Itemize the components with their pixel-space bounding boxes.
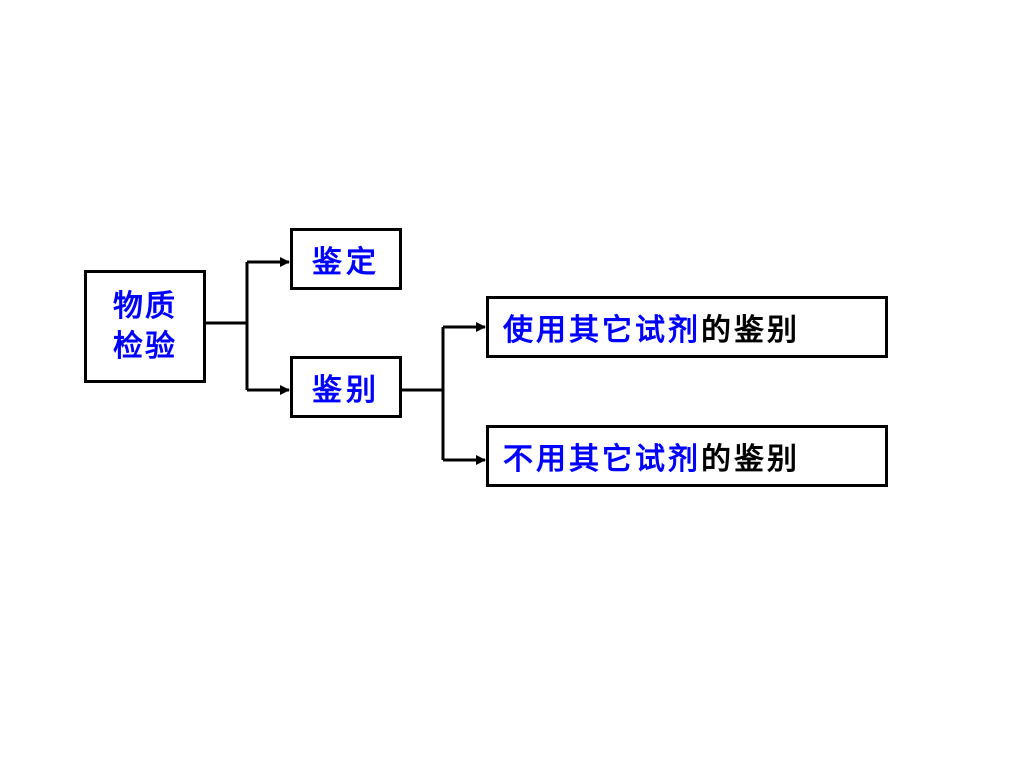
branch-label-confirmation: 鉴定 — [312, 245, 380, 280]
sub-box-without-reagent: 不用其它试剂的鉴别 — [486, 425, 888, 487]
sub-label-with-reagent-highlight: 使用其它试剂 — [503, 313, 701, 348]
root-label-line1: 物质 — [113, 288, 177, 324]
sub-box-with-reagent: 使用其它试剂的鉴别 — [486, 296, 888, 358]
sub-label-with-reagent-suffix: 的鉴别 — [701, 313, 800, 348]
root-label-line2: 检验 — [113, 328, 177, 364]
branch-label-identification: 鉴别 — [312, 373, 380, 408]
sub-label-without-reagent-suffix: 的鉴别 — [701, 442, 800, 477]
branch-box-identification: 鉴别 — [290, 356, 402, 418]
sub-label-without-reagent-highlight: 不用其它试剂 — [503, 442, 701, 477]
root-box-substance-testing: 物质 检验 — [84, 270, 206, 383]
branch-box-confirmation: 鉴定 — [290, 228, 402, 290]
